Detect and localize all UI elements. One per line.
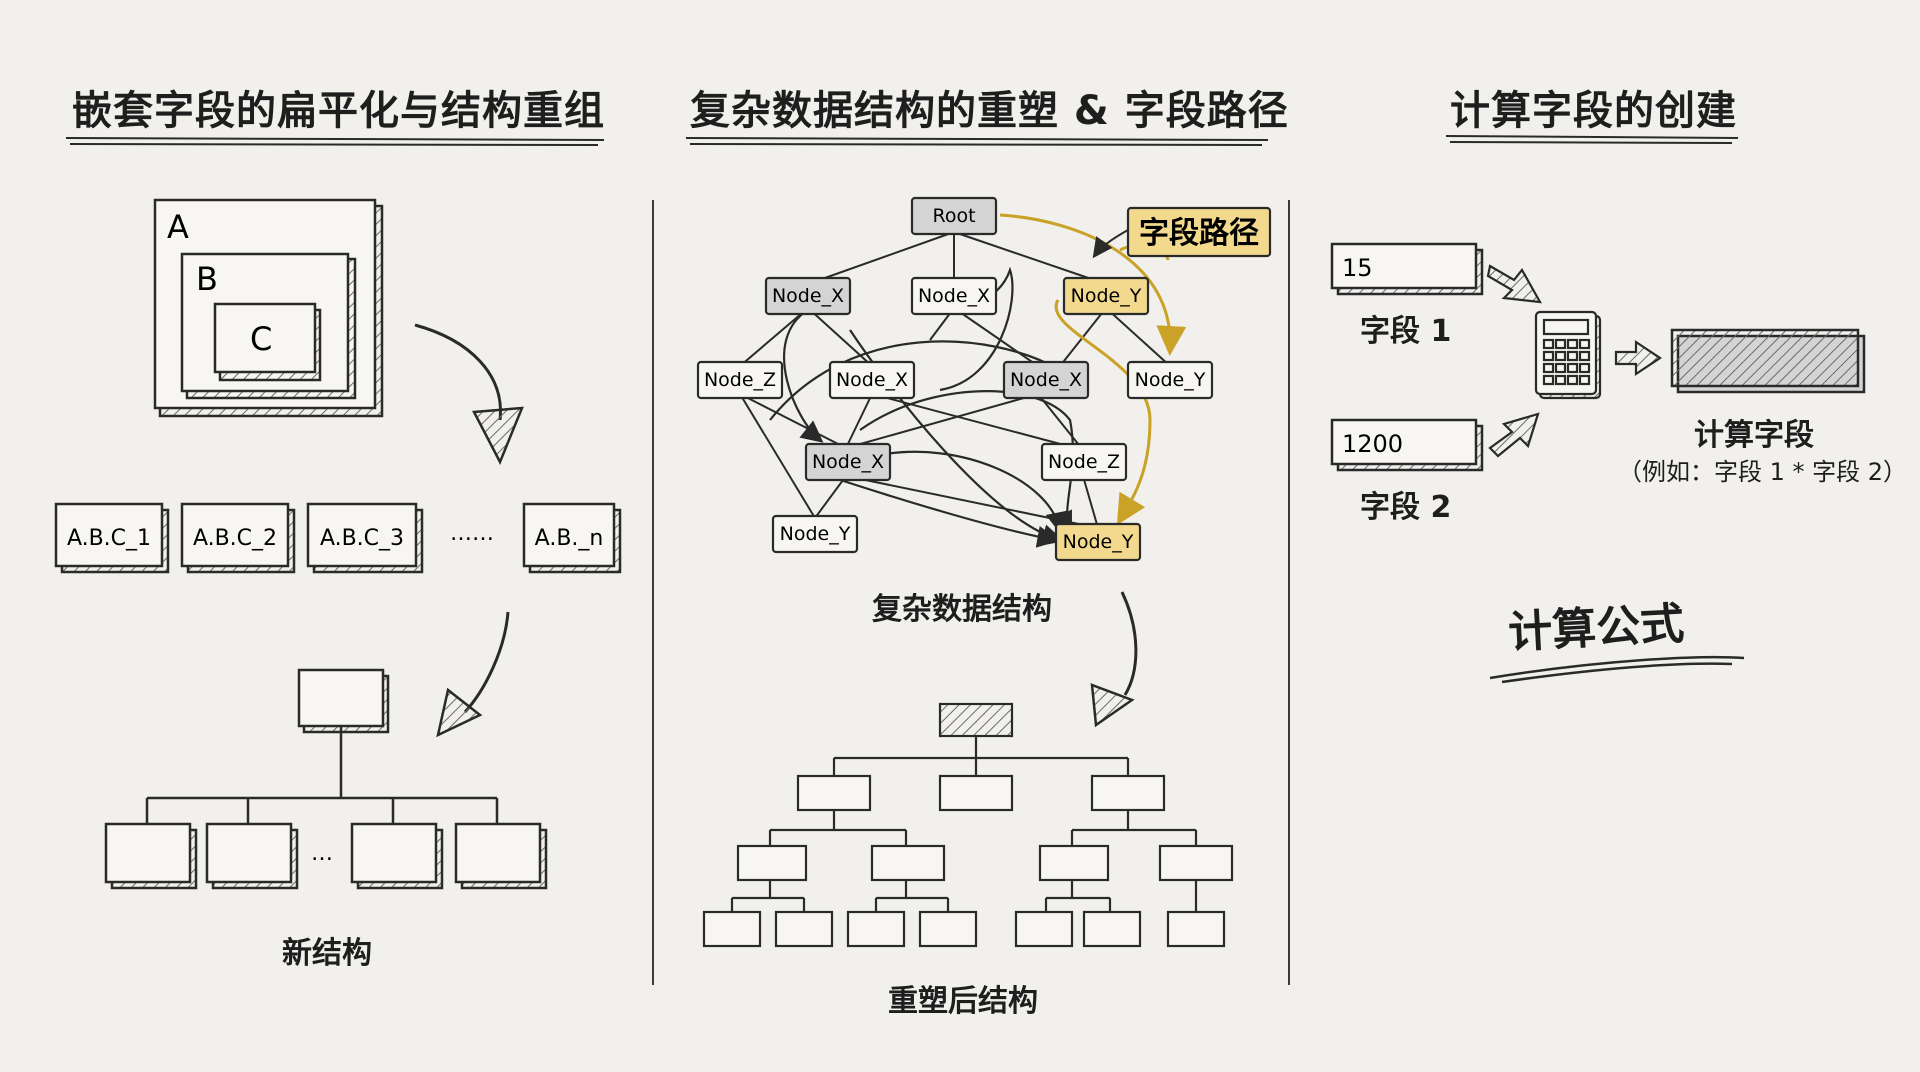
computed-field-bar (1670, 328, 1866, 394)
flatten-panel-title: 嵌套字段的扁平化与结构重组 (72, 88, 605, 134)
graph-node-8 (804, 442, 892, 482)
graph-node-3-label: Node_Y (1071, 285, 1142, 307)
graph-node-9-label: Node_Z (1048, 451, 1120, 473)
graph-edges (739, 231, 1171, 529)
graph-node-6 (1002, 360, 1090, 400)
graph-node-root (910, 196, 998, 236)
tree-caption: 重塑后结构 (888, 984, 1038, 1019)
restructure-arrow (436, 611, 510, 738)
input-arrows (1486, 264, 1662, 458)
graph-node-6-label: Node_X (1010, 369, 1082, 391)
flat-field-1: A.B.C_1 (67, 526, 151, 551)
graph-caption: 复杂数据结构 (872, 592, 1052, 627)
flat-field-3: A.B.C_3 (320, 526, 404, 551)
field2-value: 1200 (1342, 430, 1403, 458)
title-underlines (65, 135, 1739, 146)
graph-node-10-label: Node_Y (780, 523, 851, 545)
graph-node-7 (1126, 360, 1214, 400)
graph-node-10 (771, 514, 859, 554)
flat-field-2: A.B.C_2 (193, 526, 277, 551)
graph-node-1-label: Node_X (772, 285, 844, 307)
path-tag-box (1126, 206, 1272, 258)
graph-node-11 (1054, 522, 1142, 562)
reshaped-tree (702, 702, 1234, 948)
nested-boxes (153, 198, 384, 418)
path-tag-label: 字段路径 (1139, 216, 1259, 251)
graph-node-5-label: Node_X (836, 369, 908, 391)
graph-node-3 (1062, 276, 1150, 316)
graph-node-root-label: Root (932, 205, 975, 227)
divider-left (652, 200, 654, 985)
graph-node-9 (1040, 442, 1128, 482)
graph-node-4-label: Node_Z (704, 369, 776, 391)
graph-node-1 (764, 276, 852, 316)
new-structure-caption: 新结构 (282, 936, 372, 971)
computed-panel-title: 计算字段的创建 (1450, 88, 1737, 134)
reshape-arrow (1090, 591, 1138, 728)
formula-underline (1489, 655, 1745, 684)
formula-label: 计算公式 (1507, 598, 1686, 659)
field1-label: 字段 1 (1360, 314, 1452, 349)
graph-node-2-label: Node_X (918, 285, 990, 307)
nest-label-a: A (167, 208, 189, 246)
reshape-panel-title: 复杂数据结构的重塑 & 字段路径 (690, 88, 1289, 134)
flat-field-ellipsis: …… (450, 521, 494, 546)
graph-node-7-label: Node_Y (1135, 369, 1206, 391)
graph-node-8-label: Node_X (812, 451, 884, 473)
graph-node-4 (696, 360, 784, 400)
graph-node-2 (910, 276, 998, 316)
new-structure-tree (104, 668, 548, 890)
graph-node-11-label: Node_Y (1063, 531, 1134, 553)
calculator-icon (1534, 310, 1602, 400)
nest-label-c: C (250, 320, 272, 358)
divider-right (1288, 200, 1290, 985)
input-fields (1330, 242, 1484, 472)
tree-ellipsis: … (311, 841, 333, 866)
graph-node-5 (828, 360, 916, 400)
flat-field-n: A.B._n (535, 526, 604, 551)
flatten-arrow (414, 323, 524, 465)
flat-field-boxes (54, 502, 622, 574)
field2-label: 字段 2 (1360, 490, 1452, 525)
field1-value: 15 (1342, 254, 1373, 282)
computed-field-label: 计算字段 (1694, 418, 1814, 453)
graph-nodes (696, 196, 1214, 562)
nest-label-b: B (196, 260, 218, 298)
computed-field-example: （例如：字段 1 * 字段 2） (1618, 458, 1908, 486)
path-tag-pointer (1092, 229, 1129, 259)
